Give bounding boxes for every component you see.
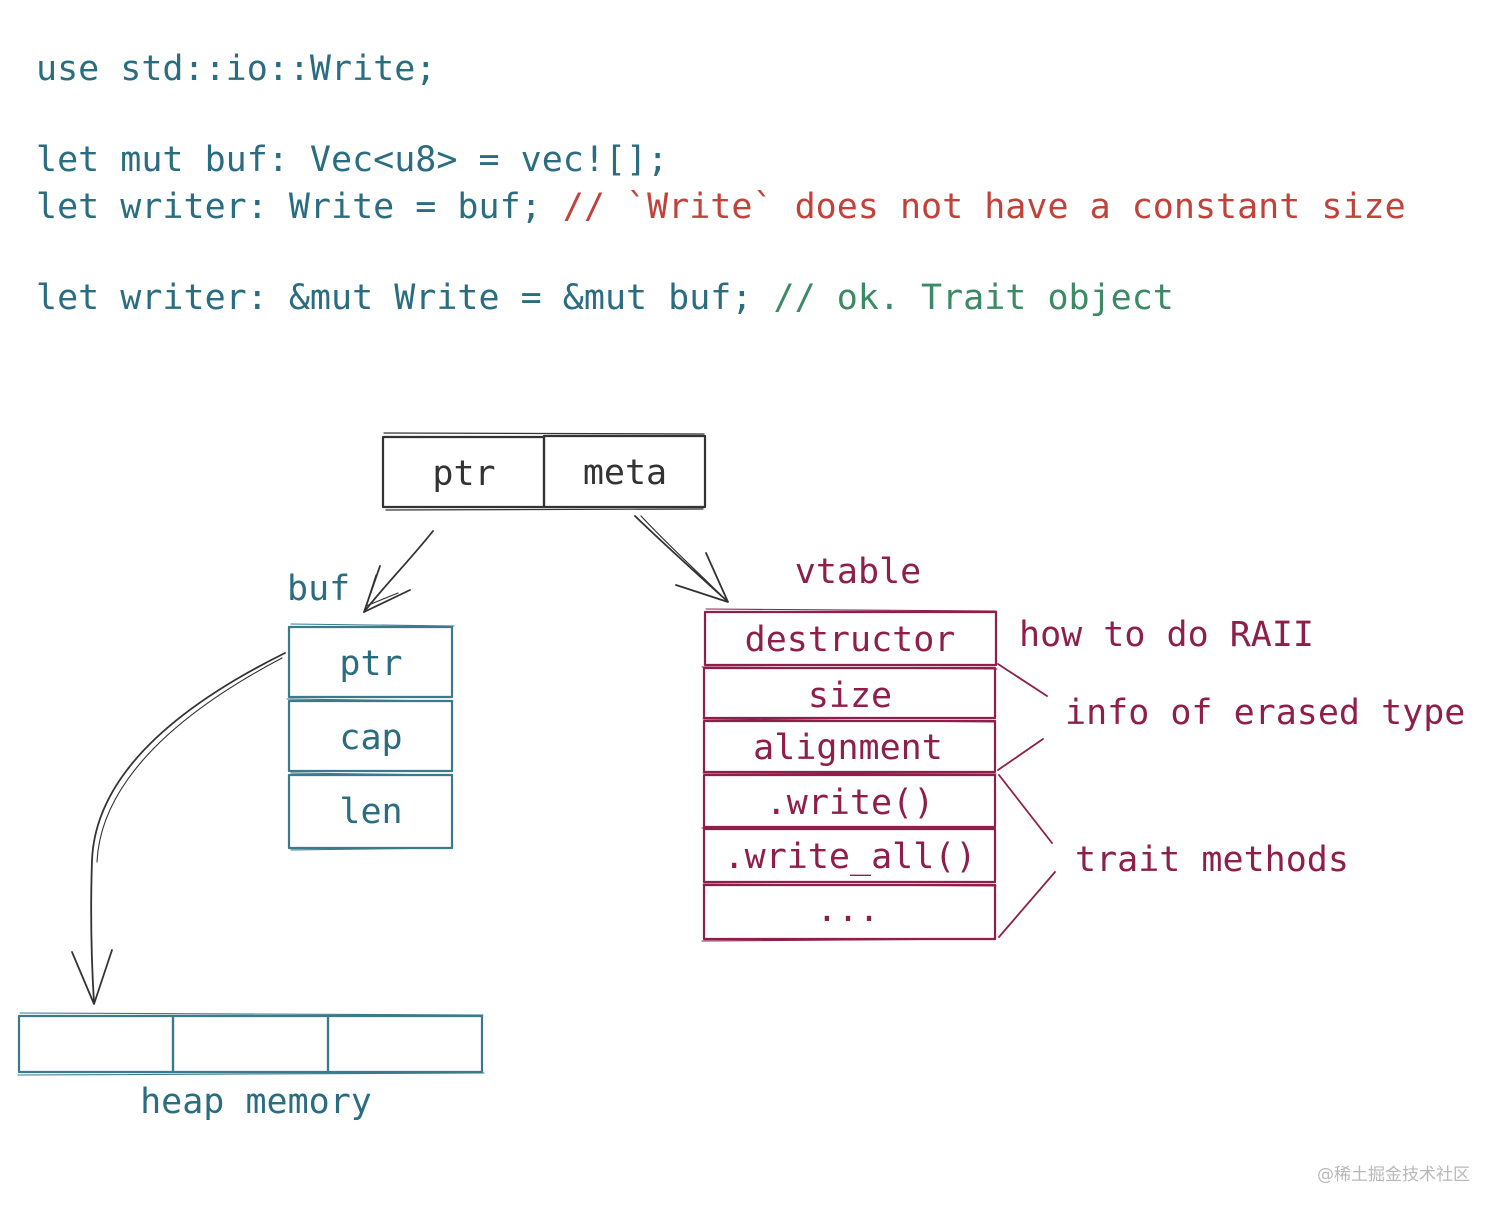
arrow-buf-ptr-to-heap [71, 652, 286, 1005]
sketch-stroke [17, 1012, 485, 1076]
fat-pointer [381, 432, 707, 511]
code-text: let writer: Write = buf; [36, 187, 563, 227]
sketch-stroke [286, 623, 455, 851]
buf-ptr-cell [287, 625, 454, 699]
arrow-ptr-to-buf [363, 530, 434, 613]
heap-cell [171, 1014, 330, 1074]
fat-pointer-meta-label: meta [583, 453, 667, 493]
sketch-stroke [383, 432, 705, 511]
brackets [997, 663, 1056, 938]
sketch-stroke [640, 515, 729, 603]
code-text: let writer: &mut Write = &mut buf; [36, 278, 774, 318]
buf-title: buf [287, 569, 350, 609]
arrow-head [675, 552, 729, 603]
sketch-stroke [701, 608, 998, 942]
vtable-entry-alignment: alignment [753, 728, 943, 768]
heap-cell [326, 1014, 484, 1074]
vtable-entry-write: .write() [766, 783, 935, 823]
vtable-struct [701, 608, 998, 942]
annotation-trait-methods: trait methods [1075, 840, 1349, 880]
annotation-raii: how to do RAII [1019, 615, 1314, 655]
heap-memory-label: heap memory [140, 1082, 372, 1122]
fat-pointer-ptr-label: ptr [432, 454, 495, 494]
arrow-head [363, 565, 411, 613]
buf-struct [286, 623, 455, 851]
vtable-entry-size: size [808, 676, 892, 716]
code-line-use: use std::io::Write; [36, 49, 437, 89]
code-line-let-writer-ok: let writer: &mut Write = &mut buf; // ok… [36, 281, 1174, 316]
code-line-let-buf: let mut buf: Vec<u8> = vec![]; [36, 140, 669, 180]
bracket-trait-methods [998, 774, 1056, 938]
sketch-stroke [365, 574, 399, 607]
bracket-erased-type [997, 663, 1048, 771]
fat-pointer-meta-cell [542, 434, 707, 509]
buf-len-cell [287, 773, 454, 850]
watermark: @稀土掘金技术社区 [1317, 1165, 1470, 1185]
sketch-stroke [96, 657, 283, 863]
error-comment: // `Write` does not have a constant size [562, 187, 1406, 227]
vtable-entry-destructor: destructor [745, 620, 956, 660]
code-line-let-writer-error: let writer: Write = buf; // `Write` does… [36, 190, 1406, 225]
vtable-entry-more: ... [816, 890, 879, 930]
vtable-entry-write-all: .write_all() [724, 837, 977, 877]
ok-comment: // ok. Trait object [773, 278, 1174, 318]
vtable-write-cell [702, 773, 997, 829]
vtable-title: vtable [795, 552, 921, 592]
annotation-erased-type: info of erased type [1065, 693, 1465, 733]
arrow-head [71, 949, 113, 1005]
heap-cell [17, 1014, 175, 1074]
buf-field-cap: cap [339, 718, 402, 758]
arrow-meta-to-vtable [634, 515, 729, 603]
arrow-shaft [90, 652, 286, 1004]
arrow-shaft [363, 530, 434, 613]
heap-memory [17, 1012, 485, 1076]
vtable-destructor-cell [703, 610, 998, 667]
buf-field-len: len [339, 792, 402, 832]
buf-field-ptr: ptr [339, 644, 402, 684]
buf-cap-cell [287, 699, 454, 773]
